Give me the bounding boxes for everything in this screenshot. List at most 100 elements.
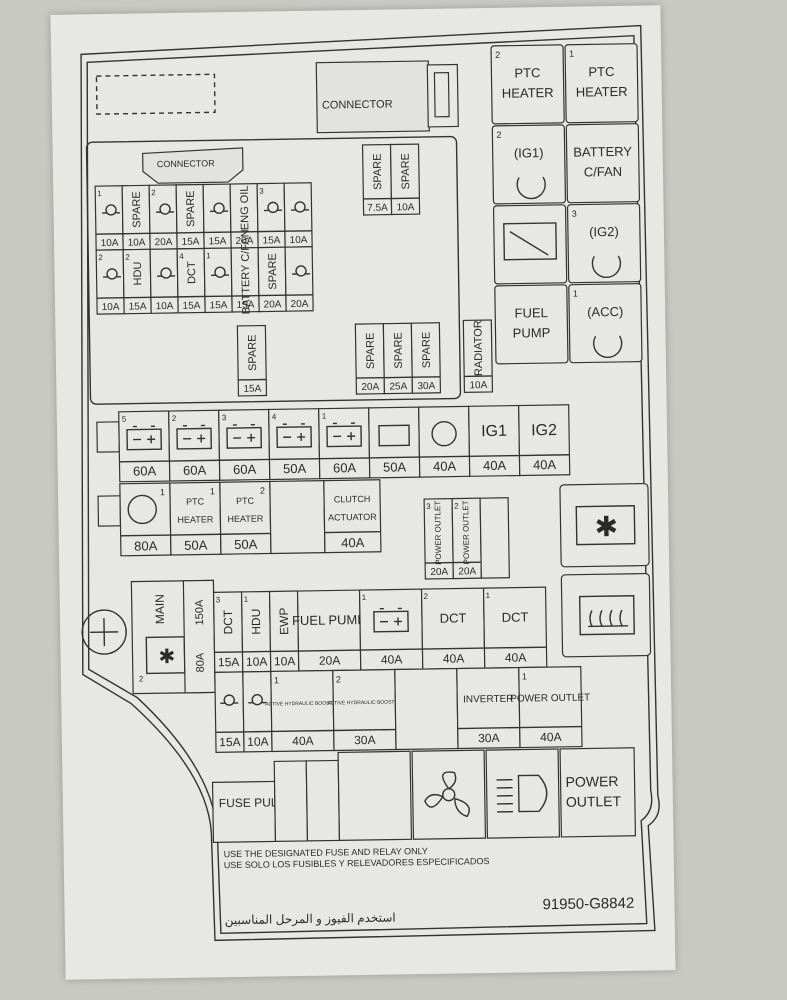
ignition-arrow-icon [593, 335, 623, 358]
fuse-label: HDU [249, 609, 263, 635]
fuse-cell [394, 667, 459, 751]
fuse-label: DCT [221, 609, 235, 635]
lamp-icon [248, 693, 267, 706]
spare-fuse-amp: 10A [469, 380, 487, 391]
relay-label-2: PUMP [513, 325, 551, 341]
fuse-label: EWP [277, 607, 291, 635]
spare-fuse-label: SPARE [392, 332, 405, 369]
fuse-label: DCT [440, 610, 467, 625]
battery-icon [276, 423, 312, 449]
spare-fuse-amp: 20A [361, 382, 379, 393]
relay: 2 (IG1) [491, 124, 567, 205]
relay-label: FUEL [514, 305, 547, 321]
mini-fuse-number: 2 [125, 253, 130, 262]
headlamp-icon [496, 774, 548, 813]
power-outlet-fuse-number: 2 [454, 501, 459, 510]
fuse-amp: 10A [247, 735, 269, 749]
relay-label-2: HEATER [502, 85, 554, 101]
power-outlet-fuse-number: 3 [426, 502, 431, 511]
big-fuse-row-2: 180A1PTCHEATER50A2PTCHEATER50ACLUTCHACTU… [97, 479, 382, 557]
mini-fuse-amp: 15A [209, 236, 227, 247]
mini-fuse-amp: 20A [155, 237, 173, 248]
fuse-amp: 40A [381, 652, 403, 666]
big-fuse-number: 4 [272, 412, 277, 421]
lamp-icon [156, 203, 175, 215]
power-outlet-relay-label-2: OUTLET [566, 793, 622, 810]
battery-icon [373, 607, 409, 633]
relay [492, 204, 568, 285]
fuse-box-outline [80, 24, 660, 942]
relay: 3(IG2) [566, 203, 642, 284]
relay-battery-right: ✱ [559, 482, 650, 568]
mini-fuse-number: 2 [98, 253, 103, 262]
relay-label: BATTERY [573, 144, 632, 160]
fuse-label: ACTIVE HYDRAULIC BOOSTER [327, 699, 402, 706]
mini-fuse-label: BATTERY C/FAN [239, 229, 252, 314]
big-fuse-number: 3 [222, 413, 227, 422]
big-fuse-amp: 50A [383, 459, 407, 474]
main-relay-star-icon: ✱ [158, 646, 175, 668]
relay: 1(ACC) [568, 283, 643, 364]
spare-fuse-label: SPARE [247, 334, 260, 371]
fuse-cell: 15A [214, 671, 245, 753]
fuse-label: DCT [502, 609, 529, 624]
ignition-arrow-icon [516, 176, 546, 200]
relay-number: 2 [496, 130, 501, 140]
mini-fuse: 10A [283, 182, 313, 248]
upper-fuse-block [85, 135, 462, 405]
main-fuse-label: MAIN [153, 594, 167, 624]
big-fuse-label-2: HEATER [177, 514, 213, 525]
spare-fuse-label: SPARE [400, 153, 413, 190]
mini-fuse: 20A [284, 246, 314, 312]
mini-fuse-number: 1 [206, 251, 211, 260]
mini-fuse-amp: 15A [237, 300, 255, 311]
big-fuse-amp: 50A [184, 537, 208, 552]
big-fuse-label: IG2 [531, 422, 557, 439]
lamp-icon [220, 694, 239, 706]
fuse-amp: 15A [218, 655, 240, 669]
relay: FUEL PUMP [494, 284, 569, 365]
mini-fuse-amp: 10A [101, 238, 119, 249]
fan-icon [431, 421, 457, 447]
main-fuse-amp-2: 80A [194, 652, 206, 672]
fuse-number: 1 [486, 591, 491, 600]
big-fuse-number: 1 [160, 487, 165, 497]
lamp-icon [210, 202, 229, 214]
battery-icon [326, 422, 362, 448]
spare-fuse-amp: 7.5A [367, 203, 388, 214]
power-outlet-fuse-label: POWER OUTLET [461, 500, 471, 564]
mini-fuse-number: 2 [151, 188, 156, 197]
mini-fuse-amp: 15A [182, 237, 200, 248]
lamp-icon [291, 201, 310, 213]
lamp-icon [103, 268, 122, 280]
ground-terminal-icon [81, 609, 127, 655]
lamp-icon [292, 265, 311, 277]
notice-arabic: استخدم الفيوز و المرحل المناسبين [225, 911, 396, 928]
power-outlet-fuse-amp: 20A [430, 567, 448, 578]
fuse-number: 1 [274, 675, 279, 685]
relay-label: (IG1) [514, 145, 544, 160]
wiper-icon [503, 222, 558, 261]
big-fuse-amp: 40A [483, 458, 507, 473]
